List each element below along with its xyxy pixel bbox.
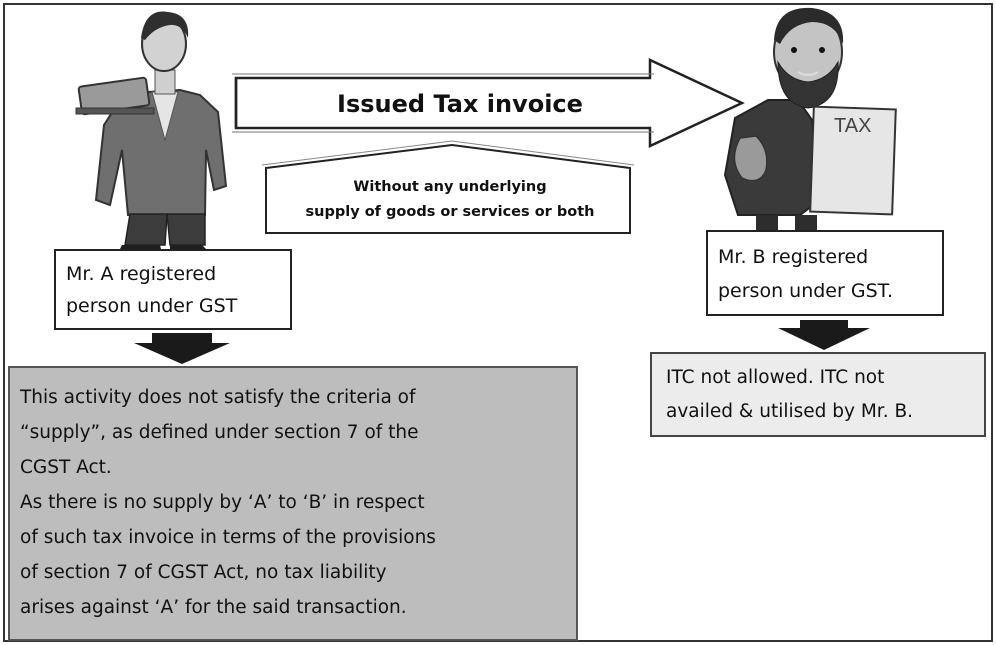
person-b-box: Mr. B registered person under GST. (706, 230, 944, 316)
explanation-b-box: ITC not allowed. ITC not availed & utili… (650, 352, 986, 437)
note-callout-shape (265, 143, 631, 234)
invoice-label: Issued Tax invoice (337, 90, 583, 118)
explanation-b-line-2: availed & utilised by Mr. B. (666, 401, 914, 422)
tax-sign-label: TAX (834, 115, 871, 137)
explanation-a-line-6: of section 7 of CGST Act, no tax liabili… (20, 562, 387, 583)
person-a-line-2: person under GST (66, 295, 238, 317)
person-a-illustration (75, 11, 228, 253)
note-line-2: supply of goods or services or both (306, 204, 595, 220)
person-a-line-1: Mr. A registered (66, 263, 217, 285)
explanation-a-line-7: arises against ‘A’ for the said transact… (20, 597, 407, 618)
person-b-line-1: Mr. B registered (718, 246, 869, 268)
explanation-a-line-3: CGST Act. (20, 457, 112, 478)
diagram-frame (3, 3, 993, 642)
person-b-line-2: person under GST. (718, 280, 894, 302)
person-b-illustration (723, 7, 897, 233)
down-arrow-b (778, 320, 870, 350)
explanation-a-line-4: As there is no supply by ‘A’ to ‘B’ in r… (20, 492, 425, 513)
down-arrow-a (134, 333, 230, 364)
explanation-a-line-5: of such tax invoice in terms of the prov… (20, 527, 436, 548)
invoice-arrow-shape (234, 58, 745, 148)
note-line-1: Without any underlying (353, 179, 546, 195)
explanation-b-line-1: ITC not allowed. ITC not (666, 367, 885, 388)
person-a-box: Mr. A registered person under GST (54, 249, 292, 330)
explanation-a-line-1: This activity does not satisfy the crite… (20, 387, 416, 408)
explanation-a-box: This activity does not satisfy the crite… (8, 366, 578, 641)
explanation-a-line-2: “supply”, as defined under section 7 of … (20, 422, 419, 443)
